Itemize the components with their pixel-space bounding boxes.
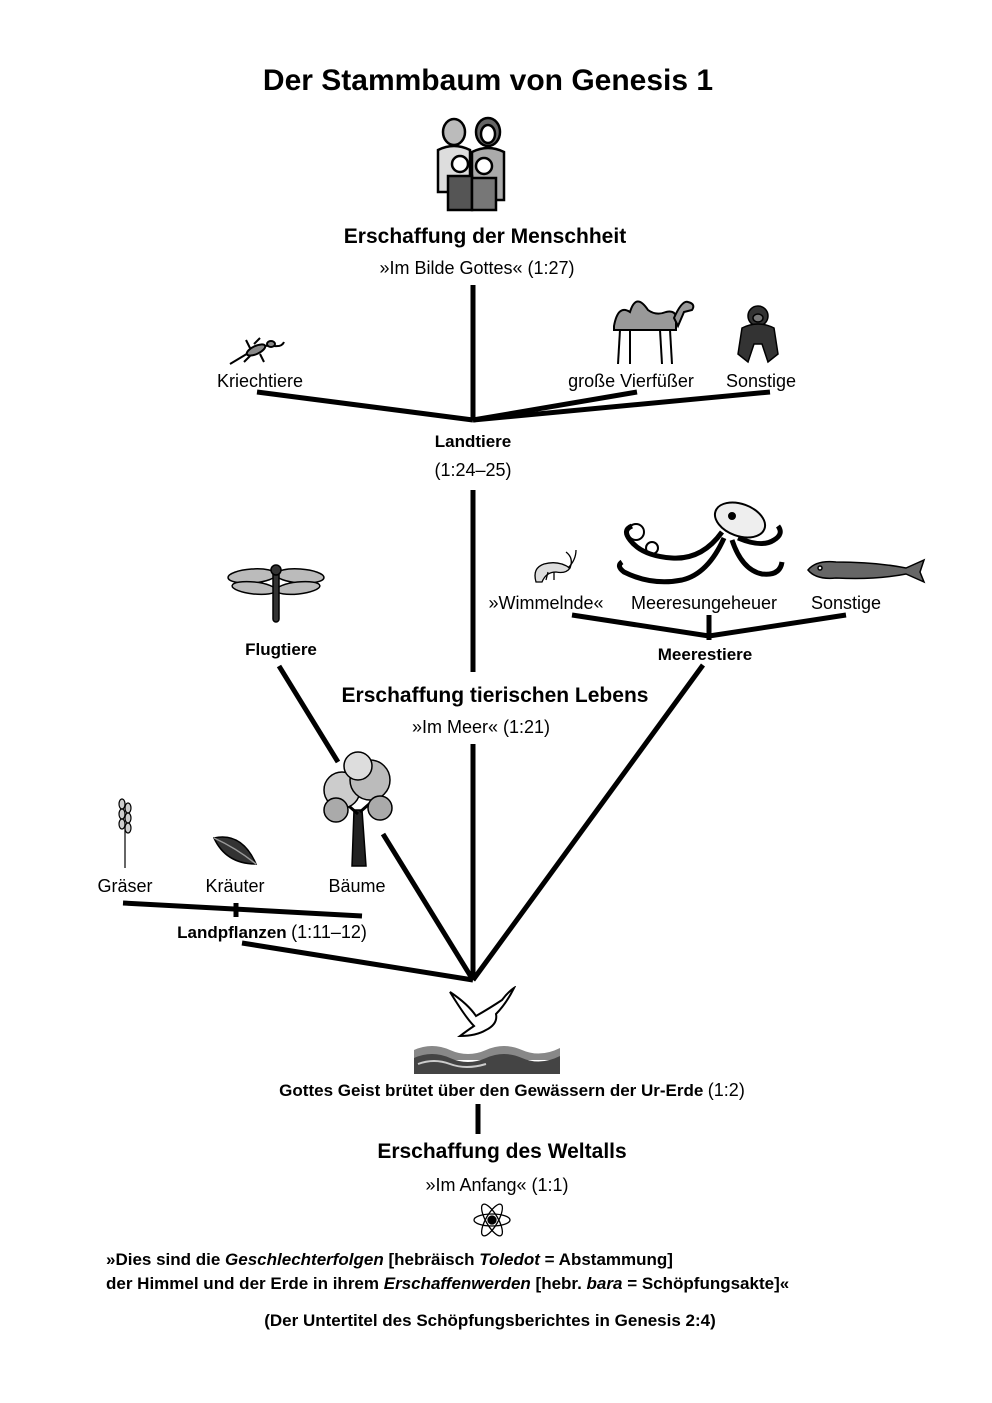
gorilla-icon	[737, 305, 779, 364]
fish-icon	[807, 558, 926, 584]
sea-bracket-left	[571, 612, 710, 639]
landtiere-ref: (1:24–25)	[434, 460, 512, 480]
geist-label: Gottes Geist brütet über den Gewässern d…	[279, 1080, 745, 1101]
dragonfly-icon	[227, 564, 325, 623]
footer-l2c: [hebr.	[530, 1274, 587, 1293]
sea-bracket-right	[708, 612, 847, 639]
branch-flugtiere	[276, 664, 341, 764]
octopus-icon	[616, 501, 785, 585]
branch-landpflanzen	[241, 940, 474, 983]
branch-meerestiere	[470, 663, 706, 982]
landpflanzen-ref: (1:11–12)	[291, 922, 367, 942]
branch-sonstige-land	[472, 389, 771, 423]
geist-text: Gottes Geist brütet über den Gewässern d…	[279, 1081, 704, 1100]
branch-baeume	[380, 832, 476, 982]
lizard-icon	[229, 337, 285, 365]
footer-l2d: bara	[586, 1274, 623, 1293]
shrimp-icon	[534, 549, 577, 583]
weltall-ref: »Im Anfang« (1:1)	[425, 1175, 569, 1195]
footer-line-2: der Himmel und der Erde in ihrem Erschaf…	[106, 1274, 789, 1294]
footer-l1c: [hebräisch	[383, 1250, 480, 1269]
leaf-icon	[212, 836, 258, 865]
branch-label-kriechtiere: Kriechtiere	[216, 371, 304, 391]
tree-icon	[323, 751, 393, 867]
flugtiere-heading: Flugtiere	[245, 640, 317, 659]
footer-l2e: = Schöpfungsakte]«	[622, 1274, 790, 1293]
menschheit-heading: Erschaffung der Menschheit	[343, 225, 627, 248]
branch-label-sonstige-meer: Sonstige	[810, 593, 882, 613]
footer-l1b: Geschlechterfolgen	[225, 1250, 384, 1269]
waves-icon	[414, 1046, 560, 1074]
landtiere-heading: Landtiere	[434, 432, 512, 451]
branch-label-meeresungeheuer: Meeresungeheuer	[630, 593, 778, 613]
branch-label-sonstige-land: Sonstige	[725, 371, 797, 391]
footer-l1a: »Dies sind die	[106, 1250, 226, 1269]
plant-bracket	[122, 900, 363, 919]
geist-ref: (1:2)	[707, 1080, 745, 1100]
landpflanzen-heading: Landpflanzen	[177, 923, 287, 942]
tierisch-ref: »Im Meer« (1:21)	[411, 717, 551, 737]
dove-icon	[449, 986, 516, 1038]
footer-line-1: »Dies sind die Geschlechterfolgen [hebrä…	[106, 1250, 673, 1270]
camel-icon	[613, 300, 695, 365]
tierisch-heading: Erschaffung tierischen Lebens	[341, 684, 649, 707]
branch-label-vierfuesser: große Vierfüßer	[568, 371, 694, 391]
landpflanzen-label: Landpflanzen (1:11–12)	[177, 922, 367, 943]
menschheit-ref: »Im Bilde Gottes« (1:27)	[379, 258, 575, 278]
branch-label-kraeuter: Kräuter	[205, 876, 265, 896]
weltall-heading: Erschaffung des Weltalls	[377, 1140, 627, 1163]
page-title: Der Stammbaum von Genesis 1	[262, 64, 714, 97]
branch-kriechtiere	[256, 389, 474, 423]
branch-label-baeume: Bäume	[328, 876, 386, 896]
footer-l2a: der Himmel und der Erde in ihrem	[106, 1274, 384, 1293]
branch-label-graeser: Gräser	[97, 876, 153, 896]
footer-l1e: = Abstammung]	[539, 1250, 673, 1269]
family-icon	[436, 116, 506, 212]
branch-label-wimmelnde: »Wimmelnde«	[488, 593, 604, 613]
footer-subtitle: (Der Untertitel des Schöpfungsberichtes …	[264, 1311, 716, 1330]
wheat-icon	[118, 798, 132, 868]
footer-l1d: Toledot	[479, 1250, 540, 1269]
footer-l2b: Erschaffenwerden	[383, 1274, 531, 1293]
atom-icon	[473, 1203, 511, 1237]
meerestiere-heading: Meerestiere	[657, 645, 753, 664]
